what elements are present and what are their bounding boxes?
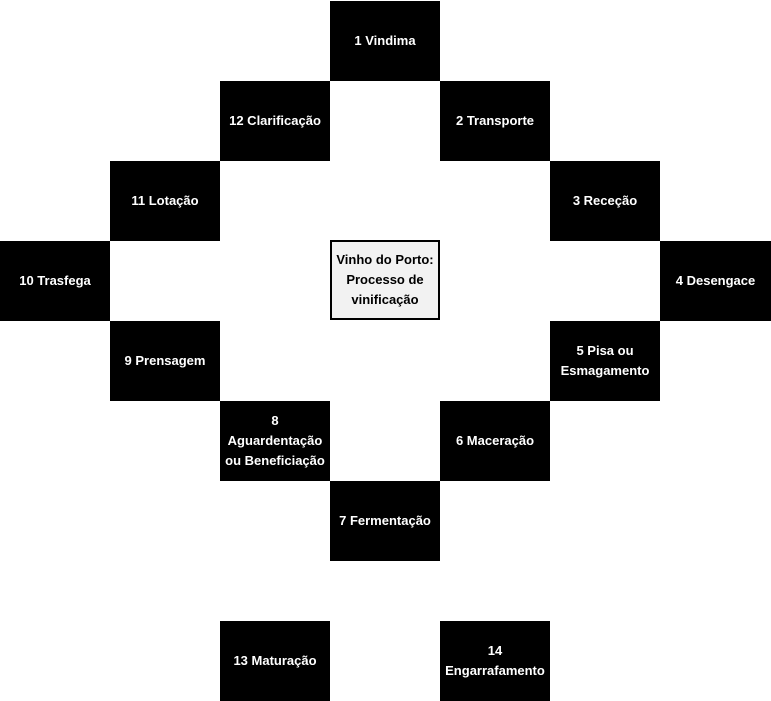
step-4-desengace: 4 Desengace	[660, 241, 771, 321]
step-14-engarrafamento: 14 Engarrafamento	[440, 621, 550, 701]
diagram-center-title: Vinho do Porto: Processo de vinificação	[330, 240, 440, 320]
step-label: 14 Engarrafamento	[445, 643, 545, 678]
step-label: 6 Maceração	[455, 433, 535, 448]
step-label: 12 Clarificação	[229, 113, 321, 128]
step-label: 5 Pisa ou Esmagamento	[560, 343, 650, 378]
step-label: 3 Receção	[572, 193, 638, 208]
step-2-transporte: 2 Transporte	[440, 81, 550, 161]
center-title-text: Vinho do Porto: Processo de vinificação	[336, 252, 434, 307]
step-10-trasfega: 10 Trasfega	[0, 241, 110, 321]
step-label: 2 Transporte	[455, 113, 535, 128]
step-8-aguardentacao: 8 Aguardentação ou Beneficiação	[220, 401, 330, 481]
step-3-rececao: 3 Receção	[550, 161, 660, 241]
step-label: 13 Maturação	[233, 653, 317, 668]
step-6-maceracao: 6 Maceração	[440, 401, 550, 481]
step-label: 7 Fermentação	[339, 513, 431, 528]
step-label: 10 Trasfega	[19, 273, 91, 288]
step-13-maturacao: 13 Maturação	[220, 621, 330, 701]
step-label: 4 Desengace	[675, 273, 756, 288]
step-12-clarificacao: 12 Clarificação	[220, 81, 330, 161]
step-9-prensagem: 9 Prensagem	[110, 321, 220, 401]
step-label: 9 Prensagem	[124, 353, 206, 368]
step-1-vindima: 1 Vindima	[330, 1, 440, 81]
step-7-fermentacao: 7 Fermentação	[330, 481, 440, 561]
step-label: 11 Lotação	[131, 193, 199, 208]
step-label: 8 Aguardentação ou Beneficiação	[225, 413, 325, 468]
step-11-lotacao: 11 Lotação	[110, 161, 220, 241]
step-5-pisa-ou-esmagamento: 5 Pisa ou Esmagamento	[550, 321, 660, 401]
step-label: 1 Vindima	[354, 33, 416, 48]
